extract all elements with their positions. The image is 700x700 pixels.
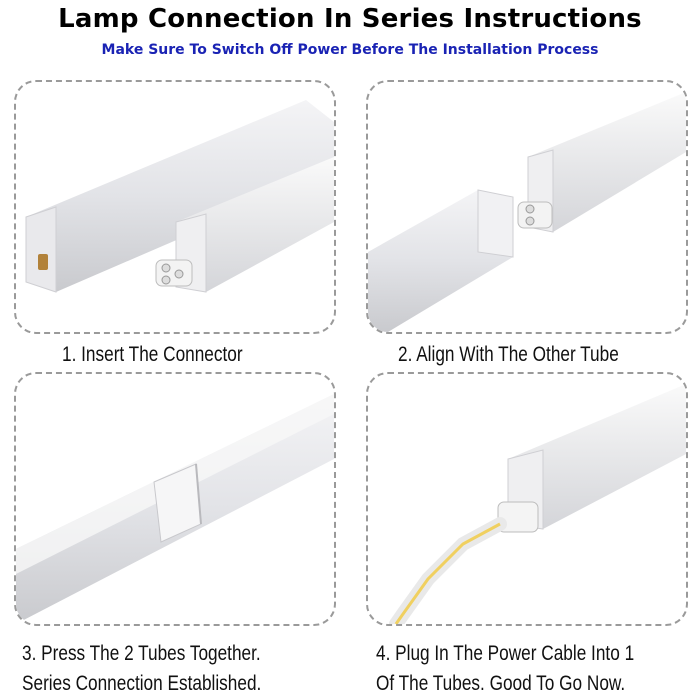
step-2-caption: 2. Align With The Other Tube (398, 343, 619, 366)
connector-plug-icon (155, 259, 193, 287)
step-3-caption-line-2: Series Connection Established. (22, 672, 262, 695)
safety-warning: Make Sure To Switch Off Power Before The… (101, 42, 599, 58)
step-3-image (14, 372, 336, 626)
step-1-image (14, 80, 336, 334)
step-4-image (366, 372, 688, 626)
step-4-caption-line-2: Of The Tubes. Good To Go Now. (376, 672, 626, 695)
aligned-tubes-illustration (368, 92, 686, 332)
power-plug-icon (389, 501, 539, 624)
step-1-caption: 1. Insert The Connector (62, 343, 243, 366)
power-cable-illustration (389, 384, 686, 624)
tube-with-connector-illustration (25, 100, 334, 293)
step-4-caption-line-1: 4. Plug In The Power Cable Into 1 (376, 642, 635, 665)
tube-joint-icon (153, 463, 202, 543)
connector-plug-icon (517, 201, 553, 229)
page-title: Lamp Connection In Series Instructions (58, 4, 642, 34)
step-3-caption-line-1: 3. Press The 2 Tubes Together. (22, 642, 261, 665)
step-2-image (366, 80, 688, 334)
joined-tubes-illustration (16, 394, 334, 624)
